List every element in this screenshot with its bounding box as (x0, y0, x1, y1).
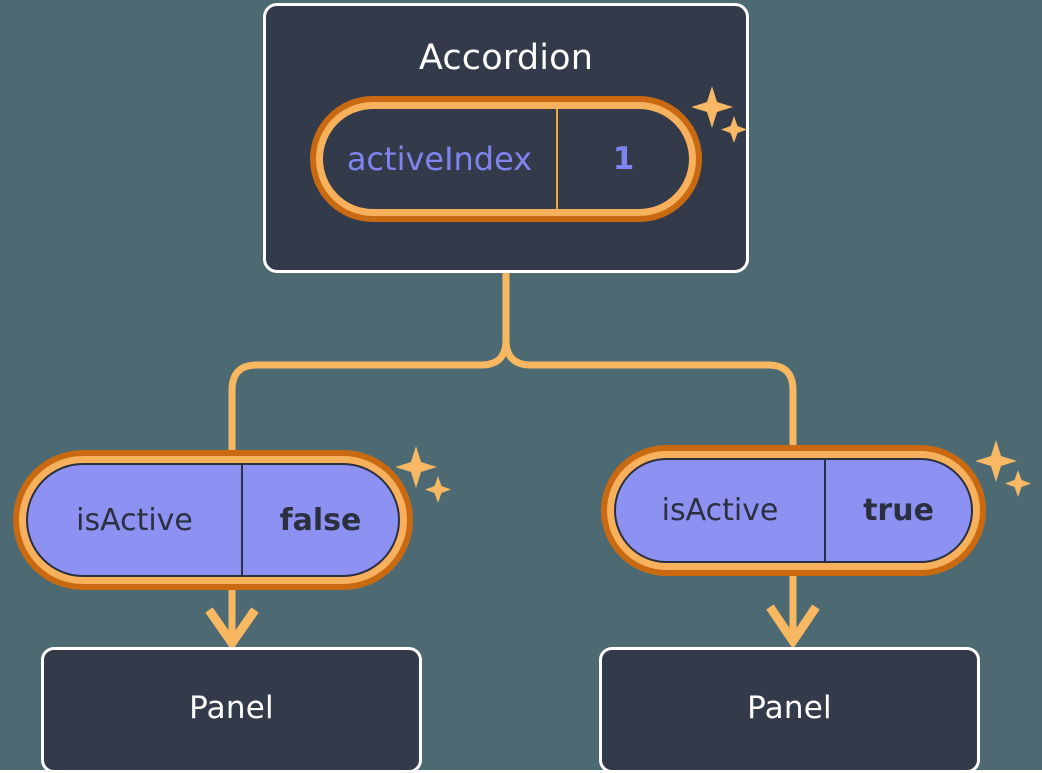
prop-key-isactive-right: isActive (616, 460, 826, 561)
pill-body: isActive true (614, 458, 973, 563)
connector-to-right-prop (502, 268, 797, 454)
prop-value-activeindex: 1 (612, 141, 635, 177)
prop-pill-isactive-right[interactable]: isActive true (601, 445, 986, 576)
prop-pill-activeindex[interactable]: activeIndex 1 (310, 96, 702, 222)
prop-key-activeindex: activeIndex (323, 109, 558, 209)
pill-inner-ring: isActive true (607, 451, 980, 570)
prop-key-isactive-left: isActive (28, 465, 243, 575)
pill-body: activeIndex 1 (323, 109, 689, 209)
panel-component-box-right[interactable]: Panel (599, 647, 980, 773)
panel-title-right: Panel (747, 690, 832, 726)
prop-value-isactive-left: false (279, 502, 362, 538)
pill-inner-ring: activeIndex 1 (316, 102, 696, 216)
prop-pill-isactive-left[interactable]: isActive false (13, 450, 413, 590)
pill-inner-ring: isActive false (19, 456, 407, 584)
panel-title-left: Panel (189, 690, 274, 726)
prop-value-isactive-right: true (863, 493, 934, 528)
panel-component-box-left[interactable]: Panel (41, 647, 422, 773)
arrow-down-icon-right (766, 570, 820, 650)
sparkle-icon-right (976, 440, 1031, 497)
connector-to-left-prop (228, 268, 510, 456)
pill-body: isActive false (26, 463, 400, 577)
accordion-title: Accordion (418, 38, 594, 78)
